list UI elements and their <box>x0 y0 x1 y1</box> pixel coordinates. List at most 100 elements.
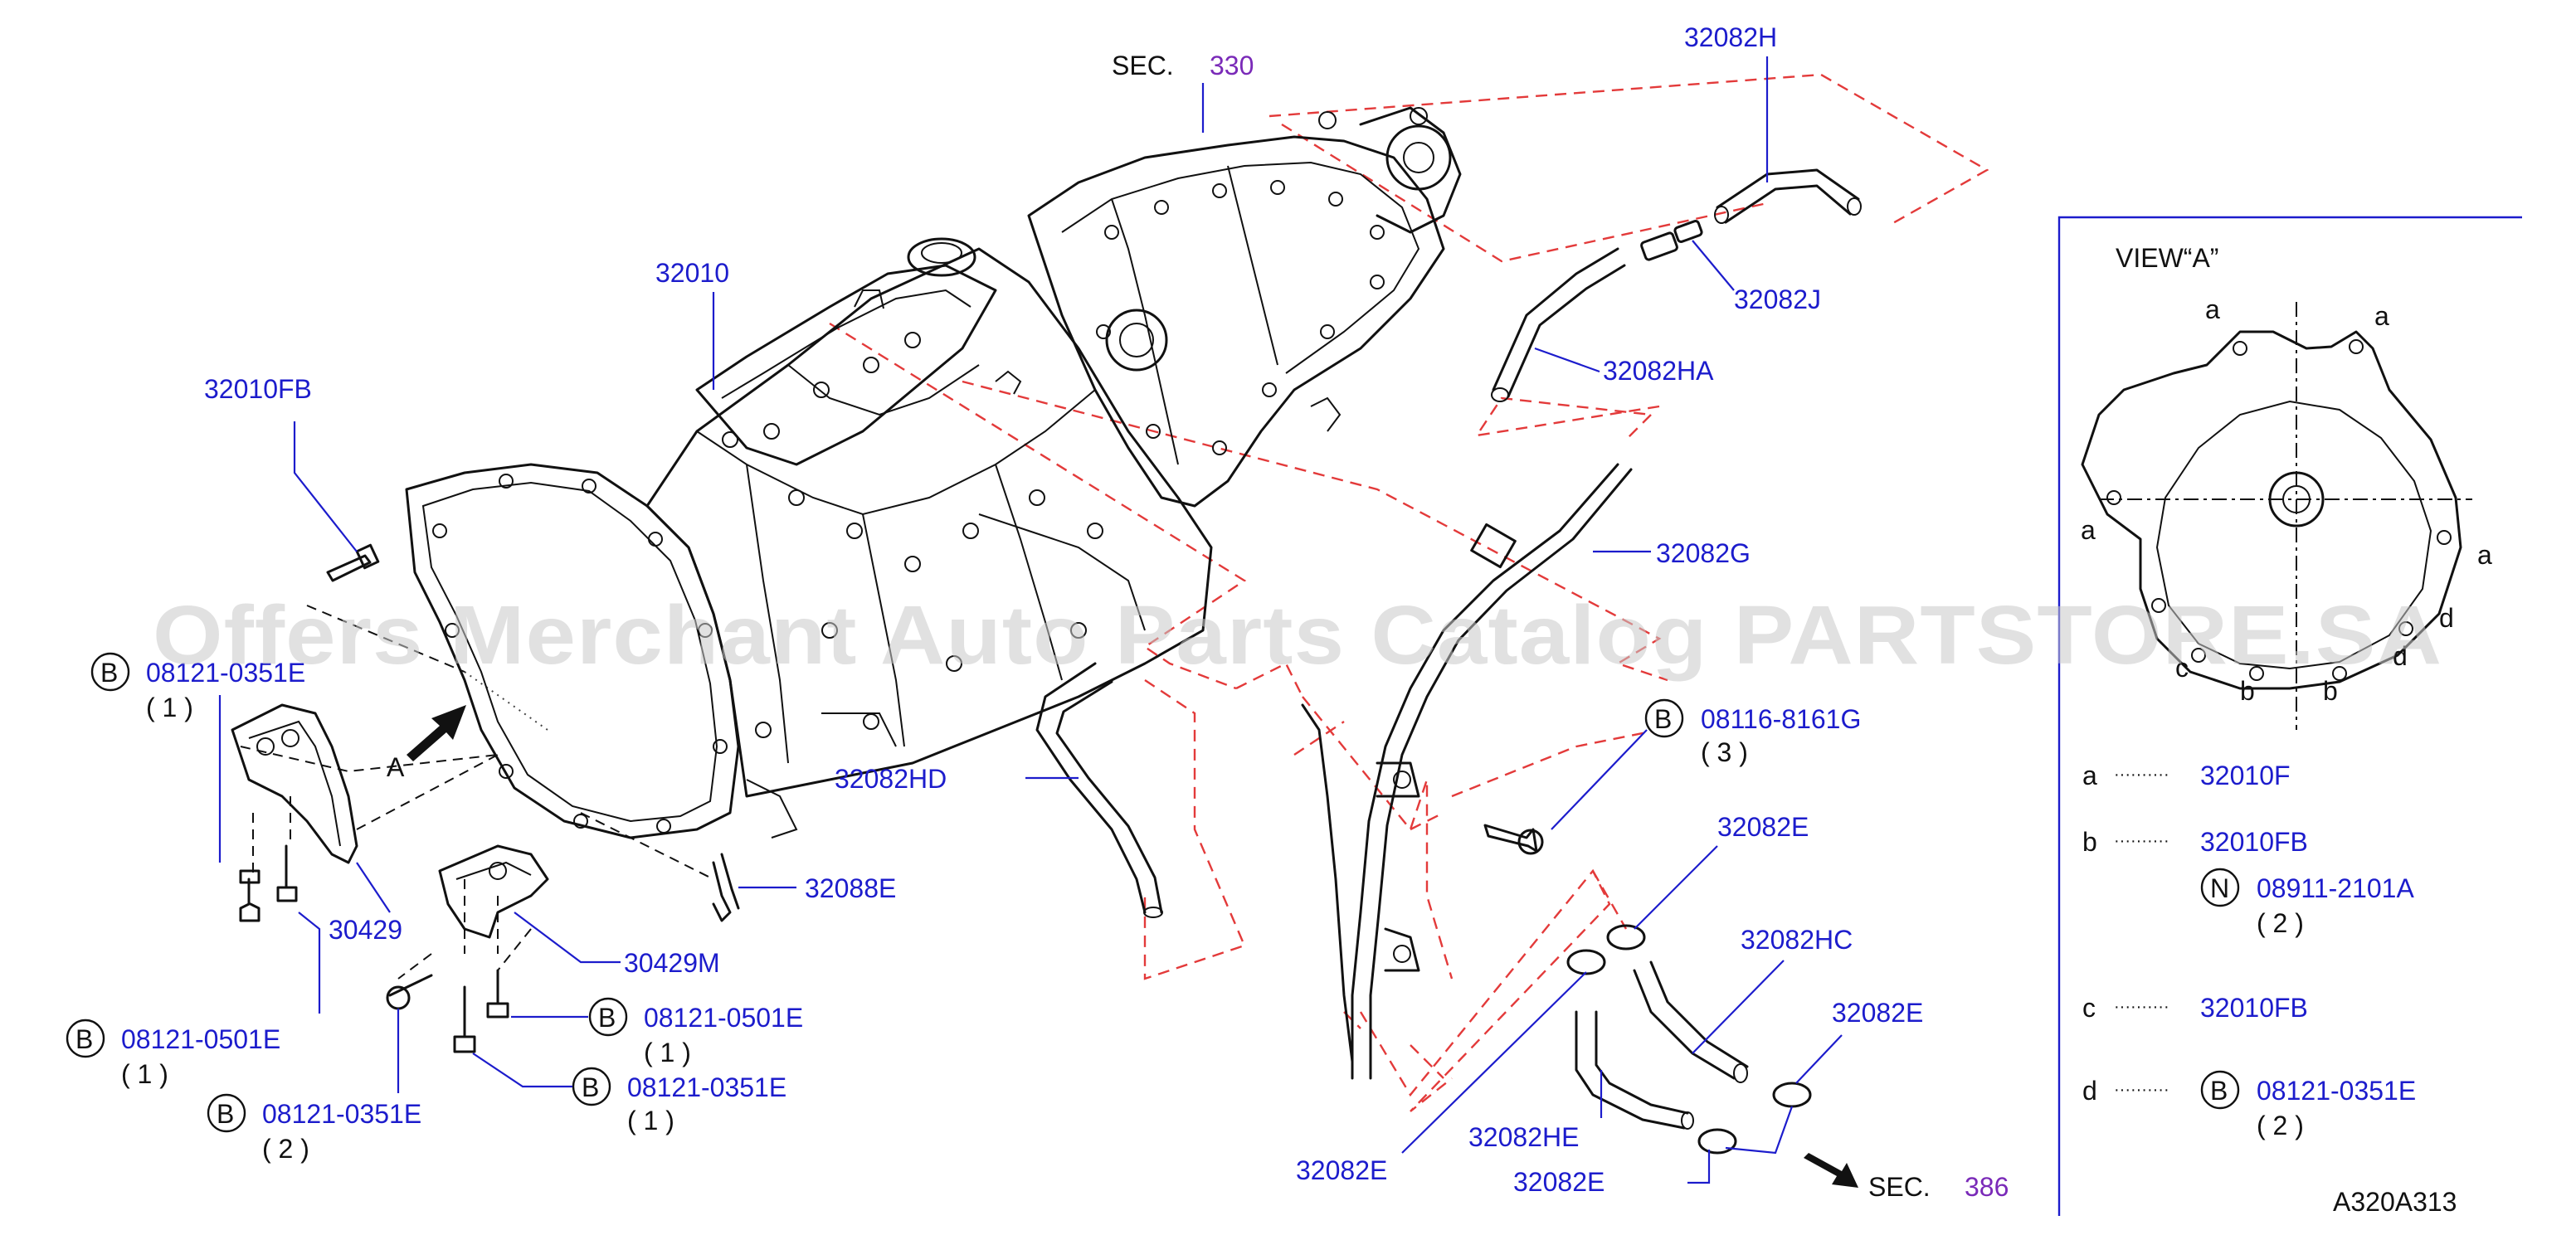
view-a-point-a1: a <box>2205 294 2220 324</box>
label-text: 08121-0351E <box>146 658 305 688</box>
badge-b-icon <box>207 1093 246 1133</box>
label-32010[interactable]: 32010 <box>655 258 729 390</box>
legend-dots: ·········· <box>2114 766 2169 784</box>
label-32010FB[interactable]: 32010FB <box>204 374 358 552</box>
legend-row-a[interactable]: a ·········· 32010F <box>2082 761 2291 790</box>
bracket-30429M <box>438 844 549 939</box>
label-32082J[interactable]: 32082J <box>1692 240 1821 314</box>
bolt-08116-8161G <box>1483 824 1544 855</box>
label-32082HC[interactable]: 32082HC <box>1692 925 1853 1054</box>
view-a-legend: a ·········· 32010F b ·········· 32010FB… <box>2082 761 2416 1140</box>
legend-code: 32010FB <box>2200 993 2308 1023</box>
legend-dots: ·········· <box>2114 998 2169 1016</box>
badge-n-icon <box>2200 868 2240 907</box>
connector-32082J <box>1640 220 1703 261</box>
sec330-prefix: SEC. <box>1112 51 1174 80</box>
label-text: 08116-8161G <box>1701 704 1861 734</box>
badge-letter: B <box>75 1024 93 1054</box>
label-32082G[interactable]: 32082G <box>1593 538 1751 568</box>
legend-row-c[interactable]: c ·········· 32010FB <box>2082 993 2308 1023</box>
view-a-point-d1: d <box>2439 603 2454 633</box>
badge-letter: B <box>100 658 118 688</box>
view-a-point-b2: b <box>2323 676 2338 706</box>
badge-letter: B <box>2210 1076 2228 1106</box>
bracket-30429 <box>231 703 358 864</box>
label-text: 32082E <box>1717 812 1809 842</box>
arrow-right-icon <box>1804 1153 1858 1188</box>
watermark: Offers Merchant Auto Parts Catalog PARTS… <box>153 589 2442 682</box>
label-08121-0351E-top[interactable]: B 08121-0351E ( 1 ) <box>90 652 305 863</box>
badge-b-icon <box>90 652 130 692</box>
legend-qty: ( 2 ) <box>2257 1111 2304 1140</box>
transmission-assembly <box>405 106 1462 839</box>
label-text: 32088E <box>805 873 896 903</box>
label-08121-0501E-left[interactable]: B 08121-0501E ( 1 ) <box>66 912 321 1089</box>
label-32082E-3[interactable]: 32082E <box>1296 971 1587 1185</box>
label-text: 32082E <box>1513 1167 1605 1197</box>
view-a-point-a2: a <box>2374 301 2389 331</box>
view-a-point-c: c <box>2175 653 2189 683</box>
label-08121-0351E-bottom[interactable]: B 08121-0351E ( 2 ) <box>207 1009 421 1164</box>
label-32082E-1[interactable]: 32082E <box>1634 812 1809 930</box>
label-text: 08121-0351E <box>262 1099 421 1129</box>
label-30429M[interactable]: 30429M <box>514 912 720 978</box>
label-text: 32082HE <box>1468 1122 1579 1152</box>
label-qty: ( 2 ) <box>262 1134 309 1164</box>
view-a-bolt-holes <box>2106 339 2452 681</box>
hose-32082HD <box>1035 662 1163 918</box>
label-32082H[interactable]: 32082H <box>1684 22 1777 182</box>
view-a-panel: VIEW“A” a a a a d d <box>2057 216 2522 1216</box>
label-text: 08121-0501E <box>644 1003 803 1033</box>
label-32088E[interactable]: 32088E <box>738 873 896 903</box>
label-32082E-2[interactable]: 32082E <box>1795 998 1923 1084</box>
label-32082HE[interactable]: 32082HE <box>1468 1070 1603 1152</box>
label-text: 32082HA <box>1603 356 1714 386</box>
label-text: 32082HD <box>835 764 947 794</box>
clamp-32088E <box>712 853 740 922</box>
badge-b-icon <box>66 1019 105 1058</box>
label-qty: ( 3 ) <box>1701 737 1748 767</box>
badge-letter: B <box>1654 704 1672 734</box>
red-dashed-leaders <box>829 73 1989 1112</box>
clamps-32082E <box>1566 924 1812 1155</box>
sec330-number[interactable]: 330 <box>1210 51 1254 80</box>
view-a-point-a3: a <box>2081 515 2096 545</box>
label-08116-8161G[interactable]: B 08116-8161G ( 3 ) <box>1551 698 1861 830</box>
label-32082E-4[interactable]: 32082E <box>1513 1106 1794 1197</box>
legend-key: d <box>2082 1076 2097 1106</box>
legend-row-b-n[interactable]: N 08911-2101A ( 2 ) <box>2200 868 2414 938</box>
badge-b-icon <box>572 1067 611 1106</box>
badge-letter: B <box>217 1099 234 1129</box>
label-08121-0501E-mid[interactable]: B 08121-0501E ( 1 ) <box>511 997 803 1067</box>
gearbox-bolts <box>722 332 1103 738</box>
label-arrow-A: A <box>387 752 405 782</box>
bolts-group <box>239 543 509 1053</box>
label-sec330[interactable]: SEC. 330 <box>1112 51 1254 133</box>
legend-row-d[interactable]: d ·········· B 08121-0351E ( 2 ) <box>2082 1070 2416 1140</box>
legend-code: 08911-2101A <box>2257 873 2414 903</box>
badge-letter: N <box>2210 873 2229 903</box>
bellhousing-bosses <box>432 474 728 834</box>
label-32082HD[interactable]: 32082HD <box>835 764 1079 794</box>
pipe-32082G <box>1301 463 1633 1080</box>
label-sec386[interactable]: SEC. 386 <box>1804 1153 2009 1202</box>
badge-letter: B <box>582 1072 599 1102</box>
badge-letter: B <box>598 1003 616 1033</box>
label-text: 32082G <box>1656 538 1751 568</box>
label-08121-0351E-mid[interactable]: B 08121-0351E ( 1 ) <box>472 1053 786 1135</box>
badge-b-icon <box>2200 1070 2240 1110</box>
label-32082HA[interactable]: 32082HA <box>1534 347 1714 386</box>
legend-row-b[interactable]: b ·········· 32010FB <box>2082 827 2308 857</box>
diagram-id: A320A313 <box>2333 1187 2457 1217</box>
label-qty: ( 1 ) <box>644 1038 691 1067</box>
sec386-number[interactable]: 386 <box>1965 1172 2009 1202</box>
view-a-bellhousing-drawing: a a a a d d c b b <box>2081 294 2492 730</box>
label-text: 32082J <box>1734 284 1821 314</box>
label-30429[interactable]: 30429 <box>329 862 402 945</box>
legend-key: c <box>2082 993 2096 1023</box>
label-text: 08121-0351E <box>627 1072 786 1102</box>
legend-qty: ( 2 ) <box>2257 908 2304 938</box>
view-a-point-b1: b <box>2240 676 2255 706</box>
label-text: 32010FB <box>204 374 312 404</box>
